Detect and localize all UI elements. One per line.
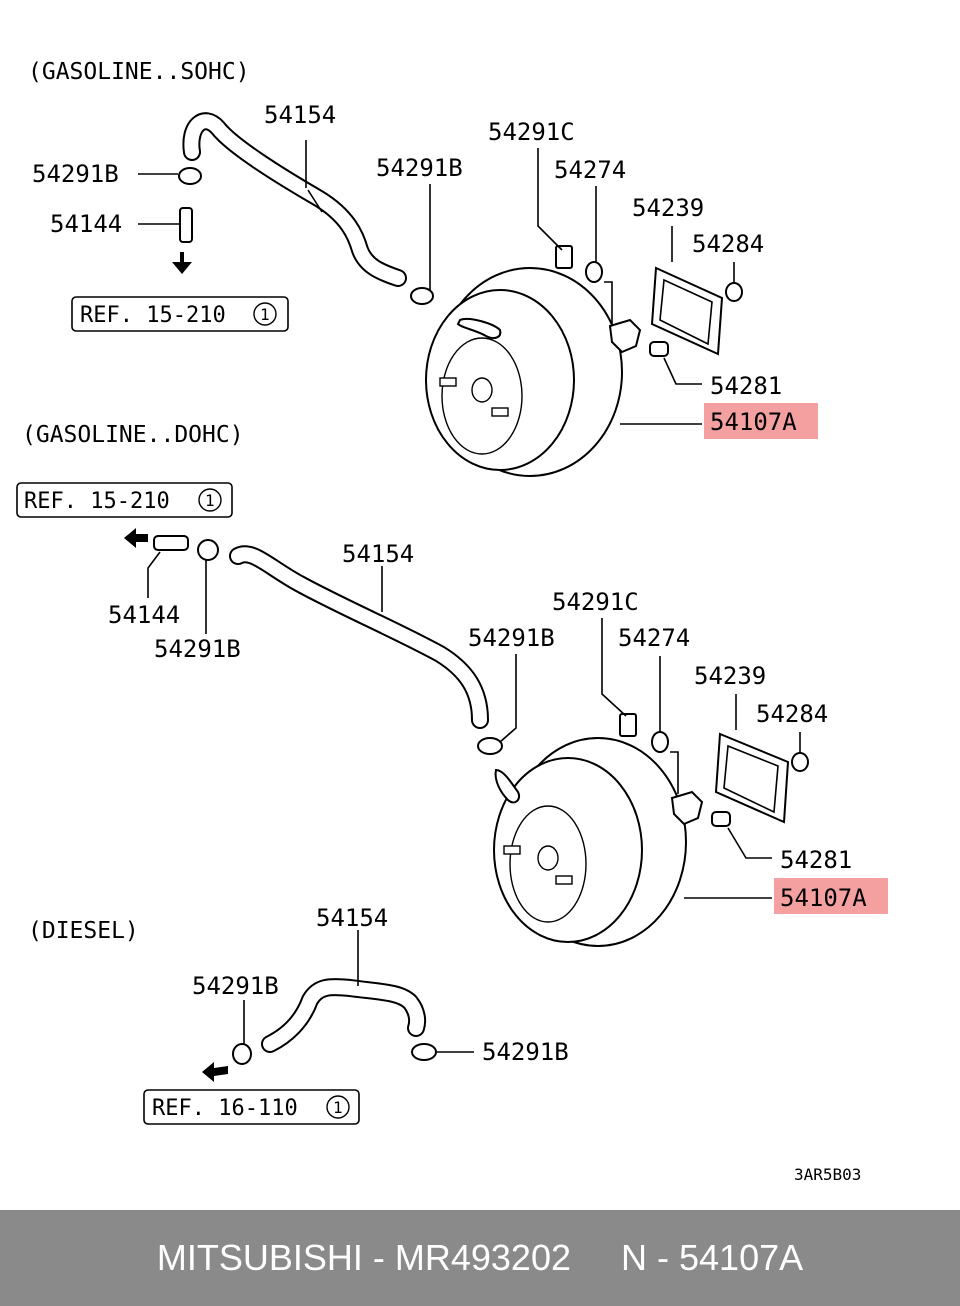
sohc-clamp-left	[138, 167, 202, 185]
dohc-label-booster: 54107A	[780, 884, 867, 912]
dohc-clamp-right	[477, 654, 517, 755]
diesel-ref-text: REF. 16-110	[152, 1096, 298, 1121]
dohc-ref-box	[16, 482, 233, 518]
dohc-clip-54291c	[601, 618, 637, 737]
section-label-diesel: (DIESEL)	[28, 918, 139, 944]
dohc-label-nut: 54284	[756, 700, 828, 728]
sohc-ref-circle: 1	[260, 305, 270, 324]
dohc-label-fitting: 54144	[108, 601, 180, 629]
dohc-label-clip: 54291C	[552, 588, 639, 616]
section-label-sohc: (GASOLINE..SOHC)	[28, 59, 250, 85]
sohc-label-clamp-right: 54291B	[376, 154, 463, 182]
diesel-label-clamp-left: 54291B	[192, 972, 279, 1000]
sohc-brake-booster	[425, 267, 702, 477]
sohc-label-clip: 54291C	[488, 118, 575, 146]
sohc-hose-54154	[182, 112, 407, 287]
dohc-washer-54274	[651, 656, 669, 753]
sohc-pin-54281	[649, 341, 702, 385]
sohc-label-fitting: 54144	[50, 210, 122, 238]
dohc-booster-highlight	[774, 878, 888, 914]
dohc-hose-54154	[229, 545, 489, 729]
dohc-fitting-54144	[124, 528, 189, 598]
dohc-gasket-54239	[714, 694, 790, 824]
dohc-label-gasket: 54239	[694, 662, 766, 690]
dohc-ref-text: REF. 15-210	[24, 489, 170, 514]
dohc-brake-booster	[493, 737, 772, 947]
dohc-label-clamp-left: 54291B	[154, 635, 241, 663]
sohc-label-booster: 54107A	[710, 408, 797, 436]
sohc-ref-box	[71, 296, 289, 332]
sohc-label-nut: 54284	[692, 230, 764, 258]
sohc-gasket-54239	[650, 226, 724, 356]
dohc-nut-54284	[791, 732, 809, 772]
diesel-ref-circle: 1	[333, 1098, 343, 1117]
diesel-hose-54154	[261, 930, 427, 1053]
sohc-fitting-54144	[138, 207, 193, 274]
dohc-label-washer: 54274	[618, 624, 690, 652]
sohc-nut-54284	[725, 262, 743, 302]
footer-part-text: MITSUBISHI - MR493202 N - 54107A	[156, 1237, 804, 1278]
drawing-code: 3AR5B03	[794, 1165, 861, 1184]
diesel-clamp-left	[202, 1000, 252, 1082]
sohc-check-valve	[604, 281, 642, 354]
sohc-label-gasket: 54239	[632, 194, 704, 222]
dohc-label-hose: 54154	[342, 540, 414, 568]
sohc-label-washer: 54274	[554, 156, 626, 184]
sohc-label-hose: 54154	[264, 101, 336, 129]
diesel-ref-box	[143, 1089, 360, 1125]
sohc-booster-highlight	[704, 403, 818, 439]
dohc-clamp-left	[197, 539, 219, 634]
sohc-label-clamp-left: 54291B	[32, 160, 119, 188]
sohc-label-pin: 54281	[710, 372, 782, 400]
dohc-pin-54281	[711, 811, 772, 859]
section-label-dohc: (GASOLINE..DOHC)	[22, 422, 244, 448]
footer-bar: MITSUBISHI - MR493202 N - 54107A	[0, 1210, 960, 1306]
sohc-clip-54291c	[537, 148, 573, 269]
sohc-washer-54274	[585, 186, 603, 283]
sohc-clamp-right	[410, 184, 434, 305]
diesel-clamp-right	[411, 1043, 474, 1061]
diesel-label-hose: 54154	[316, 904, 388, 932]
sohc-ref-text: REF. 15-210	[80, 303, 226, 328]
diesel-label-clamp-right: 54291B	[482, 1038, 569, 1066]
dohc-label-clamp-right: 54291B	[468, 624, 555, 652]
dohc-label-pin: 54281	[780, 846, 852, 874]
dohc-ref-circle: 1	[205, 491, 215, 510]
parts-diagram: (GASOLINE..SOHC) 54154 54291B 54144 REF.…	[16, 59, 888, 1184]
dohc-check-valve	[670, 751, 704, 826]
